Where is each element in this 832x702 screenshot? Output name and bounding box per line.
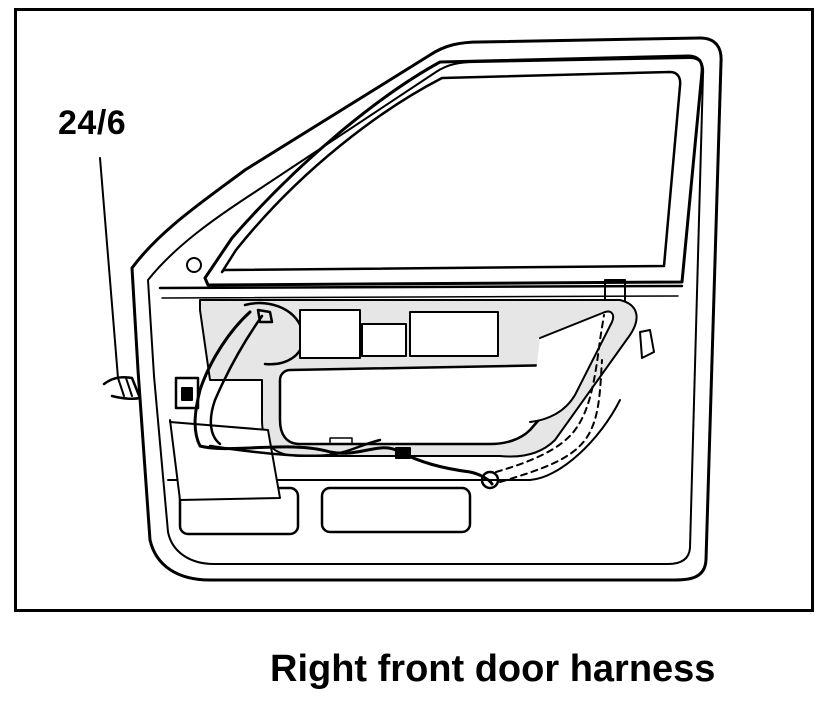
hidden-harness-route bbox=[495, 314, 605, 473]
lower-opening-main bbox=[278, 363, 574, 446]
upper-opening-left bbox=[299, 309, 361, 359]
hinge-tab bbox=[639, 329, 655, 359]
hidden-harness-route-2 bbox=[499, 359, 603, 483]
upper-opening-right bbox=[409, 311, 499, 357]
belt-line bbox=[158, 284, 684, 290]
speaker-plug bbox=[256, 308, 274, 324]
grommet bbox=[480, 470, 500, 490]
mirror-bolt bbox=[186, 257, 202, 273]
upper-opening-center bbox=[361, 323, 407, 357]
inline-connector bbox=[395, 447, 411, 459]
door-outer-outline bbox=[130, 36, 723, 582]
diagram-caption: Right front door harness bbox=[270, 648, 716, 690]
lower-trim-curve bbox=[167, 399, 621, 481]
harness-clip bbox=[329, 437, 353, 445]
callout-leader bbox=[99, 157, 119, 379]
belt-line-lower bbox=[161, 295, 679, 299]
harness-secondary bbox=[209, 314, 264, 446]
window-outer-frame bbox=[203, 54, 704, 287]
harness-main bbox=[193, 310, 494, 486]
harness-branch bbox=[208, 438, 382, 458]
connector-icon bbox=[181, 387, 193, 401]
component-callout-label: 24/6 bbox=[58, 104, 127, 142]
external-plug-body bbox=[117, 377, 133, 397]
lower-opening-rear bbox=[529, 310, 615, 423]
external-plug bbox=[102, 376, 142, 401]
front-module bbox=[169, 419, 281, 501]
window-glass bbox=[220, 70, 682, 274]
pocket-right bbox=[320, 486, 472, 534]
